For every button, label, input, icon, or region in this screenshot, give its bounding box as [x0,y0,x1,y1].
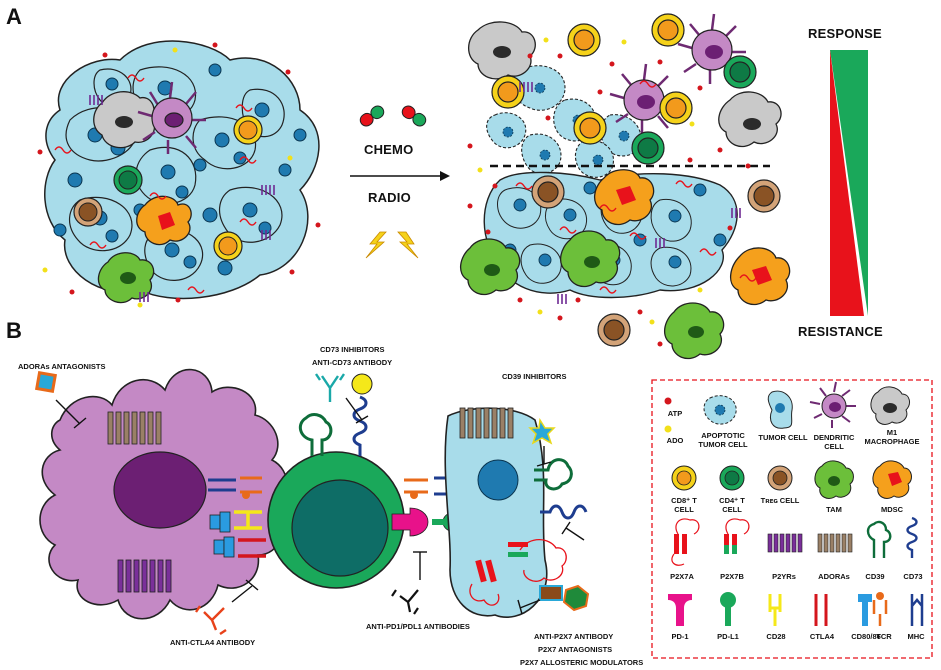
response-resistance-gradient [830,50,868,316]
legend-p2x7a: P2X7A [670,572,694,581]
resistance-label: RESISTANCE [798,324,883,339]
mhc-tcr-pair [208,476,262,499]
legend-mhc: MHC [907,632,925,641]
anti-ctla4-label: ANTI-CTLA4 ANTIBODY [170,638,256,647]
cd73-tumor-receptor [540,504,588,520]
p2x7-antagonists-label: P2X7 ANTAGONISTS [538,645,613,654]
t-cell-large [267,451,405,589]
adora-antagonists-label: ADORAs ANTAGONISTS [18,362,106,371]
legend-adoras: ADORAs [818,572,850,581]
treatment-arrow [350,171,450,181]
legend-cd8086: CD80/86 [851,632,881,641]
tumor-mass-right [460,13,791,360]
legend-m1: M1 MACROPHAGE [864,428,920,446]
cd73-inhibitors-label: CD73 INHIBITORS [320,345,385,354]
cd39-inhibitor-icon [528,417,556,467]
anti-pd1-antibody-icon [391,551,427,615]
legend-cd4: CD4⁺ T CELL [719,496,745,514]
legend-cd8: CD8⁺ T CELL [671,496,697,514]
panel-label-b: B [6,318,22,343]
legend-cd73: CD73 [903,572,923,581]
legend-box [651,379,933,659]
pill-icon [359,105,427,127]
radio-label: RADIO [368,190,411,205]
p2x7-modulator-icons [517,521,590,615]
tumor-cell-large [444,407,548,618]
legend-ado: ADO [666,436,684,445]
cd73-receptor [352,395,368,456]
legend-tumor: TUMOR CELL [758,433,808,442]
cd73-inhibitor-icons [315,373,373,424]
legend-pd1: PD-1 [671,632,689,641]
legend-p2yrs: P2YRs [772,572,796,581]
response-label: RESPONSE [808,26,882,41]
anti-ctla4-antibody-icon [195,579,259,635]
legend-atp: ATP [667,409,683,418]
legend-tcr: TCR [876,632,892,641]
cd80-cd28-pair [209,510,262,533]
p2x7-allosteric-label: P2X7 ALLOSTERIC MODULATORS [520,658,644,667]
legend-dendritic: DENDRITIC CELL [813,433,855,451]
legend-cd39: CD39 [865,572,885,581]
cd80-ctla4-pair [213,536,266,558]
legend-ctla4: CTLA4 [809,632,835,641]
panel-label-a: A [6,4,22,29]
legend-treg: Tʀᴇɢ CELL [760,496,800,505]
legend-p2x7b: P2X7B [720,572,744,581]
legend-apoptotic: APOPTOTIC TUMOR CELL [698,431,748,449]
legend-cd28: CD28 [766,632,786,641]
p2x7a-tumor-receptor [469,538,567,606]
p2yr-receptor [117,559,172,593]
lightning-icon [365,231,419,259]
legend-icons [664,381,924,626]
anti-cd73-label: ANTI-CD73 ANTIBODY [312,358,393,367]
tumor-mass-left [37,40,321,308]
anti-pd1-label: ANTI-PD1/PDL1 ANTIBODIES [366,622,470,631]
cd39-inhibitors-label: CD39 INHIBITORS [502,372,567,381]
dendritic-cell-large [39,368,288,620]
adora-antagonist-icon [34,370,87,429]
legend-tam: TAM [826,505,842,514]
legend-mdsc: MDSC [880,505,904,514]
legend-pdl1: PD-L1 [717,632,739,641]
cd39-tumor-receptor [534,458,573,491]
anti-p2x7-label: ANTI-P2X7 ANTIBODY [534,632,614,641]
adora-receptor [107,411,162,445]
cd39-receptor [298,413,333,456]
chemo-label: CHEMO [364,142,414,157]
adora-tumor-receptor [459,407,514,439]
